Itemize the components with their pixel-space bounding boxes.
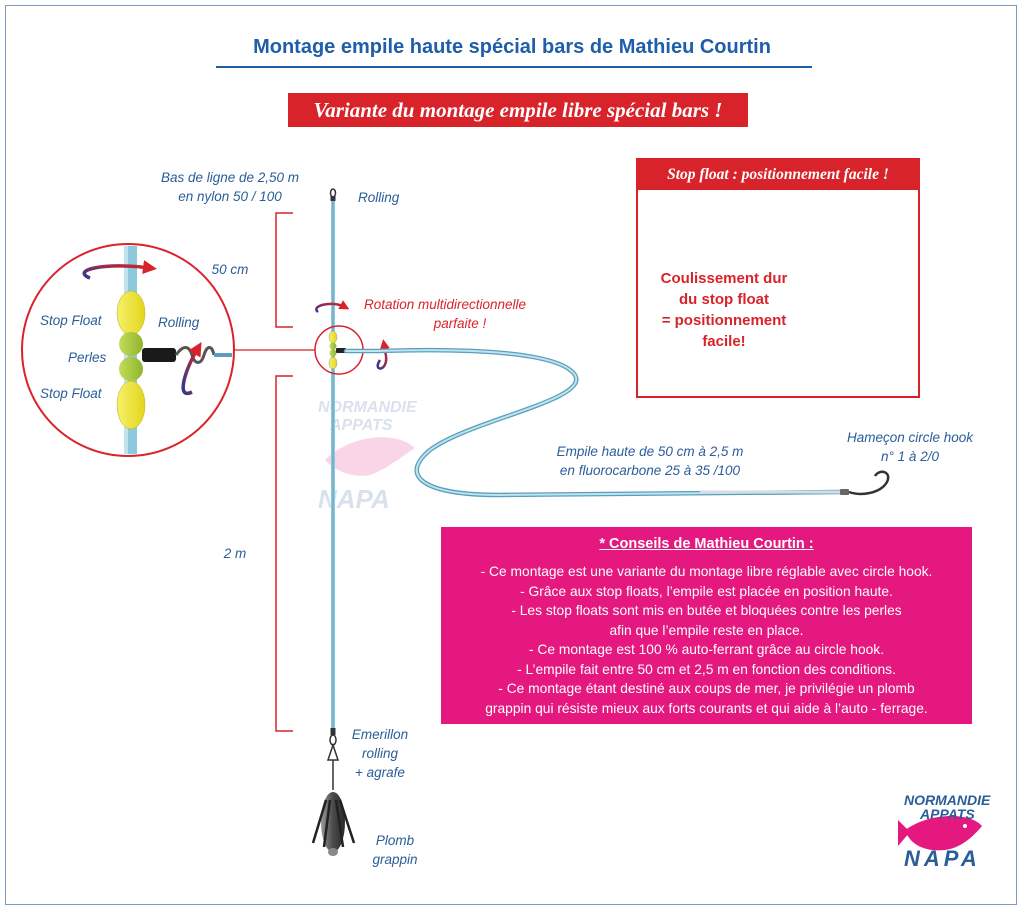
inset-text: Coulissement dur du stop float = positio… — [660, 270, 788, 350]
circle-hook-icon — [840, 470, 890, 496]
label-emerillon: Emerillon rolling + agrafe — [351, 727, 409, 780]
advice-line: - Ce montage est une variante du montage… — [480, 564, 933, 579]
advice-line: - Les stop floats sont mis en butée et b… — [511, 603, 902, 618]
label-bas-de-ligne: Bas de ligne de 2,50 m en nylon 50 / 100 — [160, 170, 300, 204]
label-plomb: Plomb grappin — [372, 833, 418, 867]
stop-float-cluster-main — [328, 330, 346, 370]
label-rolling-top: Rolling — [358, 190, 400, 205]
rolling-swivel-top — [329, 188, 337, 201]
bottom-swivel-clip — [326, 728, 340, 790]
watermark-logo: NORMANDIE APPATS NAPA — [318, 399, 418, 514]
dim-bracket-2m — [275, 375, 293, 732]
advice-box: * Conseils de Mathieu Courtin : - Ce mon… — [441, 527, 972, 724]
rotation-arrow-icon — [376, 339, 390, 370]
zoom-label-stop-float-bottom: Stop Float — [40, 386, 102, 401]
zoom-detail — [21, 243, 235, 457]
label-2m: 2 m — [223, 546, 247, 561]
label-rotation: Rotation multidirectionnelle parfaite ! — [363, 297, 527, 331]
advice-line: - Grâce aux stop floats, l’empile est pl… — [520, 583, 893, 599]
advice-line: afin que l’empile reste en place. — [609, 622, 804, 638]
brand-logo — [898, 815, 982, 851]
label-hook: Hameçon circle hook n° 1 à 2/0 — [846, 430, 974, 464]
svg-text:APPATS: APPATS — [329, 417, 393, 434]
svg-text:NORMANDIE: NORMANDIE — [318, 399, 418, 416]
advice-line: - Ce montage est 100 % auto-ferrant grâc… — [528, 642, 885, 657]
page-title: Montage empile haute spécial bars de Mat… — [253, 36, 771, 58]
logo-napa: NAPA — [904, 846, 981, 871]
advice-line: - L’empile fait entre 50 cm et 2,5 m en … — [517, 661, 896, 677]
stop-float-inset: Stop float : positionnement facile ! Cou… — [636, 158, 920, 398]
advice-line: - Ce montage étant destiné aux coups de … — [498, 681, 915, 696]
svg-text:NAPA: NAPA — [318, 484, 390, 514]
title-underline — [216, 66, 812, 68]
advice-lines: - Ce montage est une variante du montage… — [441, 562, 972, 718]
label-50cm: 50 cm — [211, 262, 249, 277]
zoom-label-perles: Perles — [68, 350, 107, 365]
label-empile: Empile haute de 50 cm à 2,5 m en fluoroc… — [556, 444, 744, 478]
advice-title: * Conseils de Mathieu Courtin : — [599, 536, 814, 552]
zoom-label-stop-float-top: Stop Float — [40, 313, 102, 328]
advice-line: grappin qui résiste mieux aux forts cour… — [485, 700, 928, 716]
grapnel-lead-icon — [311, 792, 356, 856]
inset-header: Stop float : positionnement facile ! — [638, 160, 918, 190]
zoom-label-rolling: Rolling — [158, 315, 200, 330]
dim-bracket-50cm — [275, 212, 293, 328]
logo-normandie: NORMANDIE — [904, 792, 991, 808]
page-frame — [5, 5, 1017, 905]
logo-appats: APPATS — [920, 806, 975, 822]
subtitle-banner: Variante du montage empile libre spécial… — [288, 93, 748, 127]
